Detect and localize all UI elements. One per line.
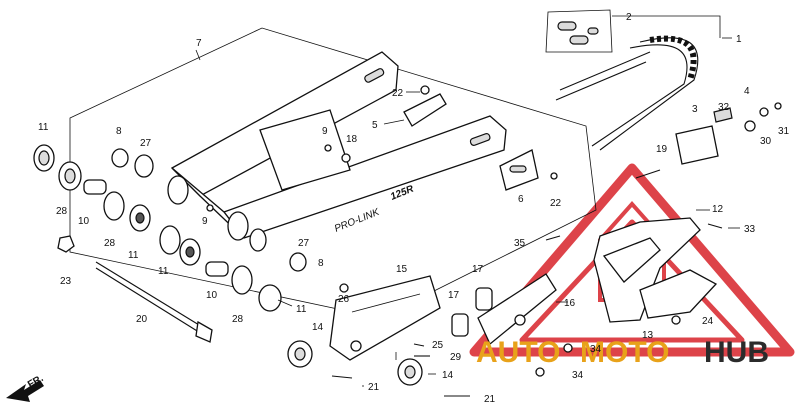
- guide-plate: [477, 273, 557, 346]
- callout-3: 3: [692, 104, 698, 115]
- callout-30: 30: [760, 136, 772, 147]
- chain-case: [675, 125, 719, 165]
- callout-28c: 28: [232, 314, 244, 325]
- chain-slider-plate: [403, 93, 447, 127]
- callout-6: 6: [518, 194, 524, 205]
- callout-8b: 8: [318, 258, 324, 269]
- callout-5: 5: [372, 120, 378, 131]
- callout-11a: 11: [38, 122, 49, 133]
- callout-23: 23: [60, 276, 72, 287]
- callout-7: 7: [196, 38, 202, 49]
- callout-1: 1: [736, 34, 742, 45]
- callout-21a: 21: [368, 382, 380, 393]
- callout-22b: 22: [550, 198, 562, 209]
- pivot-bolt: [95, 261, 213, 343]
- prolink-marking: PRO-LINK: [333, 206, 382, 234]
- callout-11b: 11: [128, 250, 139, 261]
- callout-14a: 14: [312, 322, 324, 333]
- callout-22a: 22: [392, 88, 404, 99]
- pivot-bearings: [33, 144, 307, 312]
- front-arrow-label: FR.: [26, 373, 46, 391]
- callout-28b: 28: [104, 238, 116, 249]
- collar-lower: [451, 313, 469, 337]
- callout-11d: 11: [296, 304, 307, 315]
- chain-guide: [593, 217, 718, 323]
- callout-9b: 9: [202, 216, 208, 227]
- collar-upper: [475, 287, 493, 311]
- callout-17b: 17: [448, 290, 460, 301]
- plate-slot: [509, 165, 527, 173]
- callout-18: 18: [346, 134, 358, 145]
- callout-16: 16: [564, 298, 576, 309]
- callout-29: 29: [450, 352, 462, 363]
- callout-33: 33: [744, 224, 756, 235]
- callout-32: 32: [718, 102, 730, 113]
- group-frame: [69, 27, 597, 319]
- callout-10b: 10: [206, 290, 218, 301]
- callout-19: 19: [656, 144, 668, 155]
- callout-8a: 8: [116, 126, 122, 137]
- callout-12: 12: [712, 204, 724, 215]
- callout-4: 4: [744, 86, 750, 97]
- chain-case-bracket: [713, 107, 733, 123]
- swingarm: PRO-LINK 125R: [167, 51, 507, 252]
- callout-21b: 21: [484, 394, 496, 405]
- drive-chain: [555, 35, 699, 151]
- callout-17a: 17: [472, 264, 484, 275]
- callout-34a: 34: [590, 344, 602, 355]
- callouts: 1 2 3 4 5 6 7 8 8 9 9 10 10 11 11 11 11 …: [38, 12, 790, 405]
- watermark-text: AUTO MOTO HUB: [476, 336, 769, 369]
- chain-slider: [329, 275, 441, 361]
- callout-15: 15: [396, 264, 408, 275]
- callout-10a: 10: [78, 216, 90, 227]
- callout-31: 31: [778, 126, 790, 137]
- callout-11c: 11: [158, 266, 169, 277]
- watermark-auto: AUTO: [476, 336, 560, 369]
- callout-9a: 9: [322, 126, 328, 137]
- watermark-hub: HUB: [704, 336, 769, 369]
- fasteners: [206, 85, 782, 397]
- callout-28a: 28: [56, 206, 68, 217]
- callout-35: 35: [514, 238, 526, 249]
- callout-2: 2: [626, 12, 632, 23]
- callout-25: 25: [432, 340, 444, 351]
- leader-lines: [195, 15, 740, 387]
- watermark-moto: MOTO: [580, 336, 669, 369]
- callout-13: 13: [642, 330, 654, 341]
- callout-27b: 27: [298, 238, 310, 249]
- callout-27a: 27: [140, 138, 152, 149]
- master-link-set: [545, 9, 613, 53]
- callout-34b: 34: [572, 370, 584, 381]
- callout-26: 26: [338, 294, 350, 305]
- callout-20: 20: [136, 314, 148, 325]
- callout-24: 24: [702, 316, 714, 327]
- callout-14b: 14: [442, 370, 454, 381]
- front-direction-arrow: FR.: [6, 373, 46, 402]
